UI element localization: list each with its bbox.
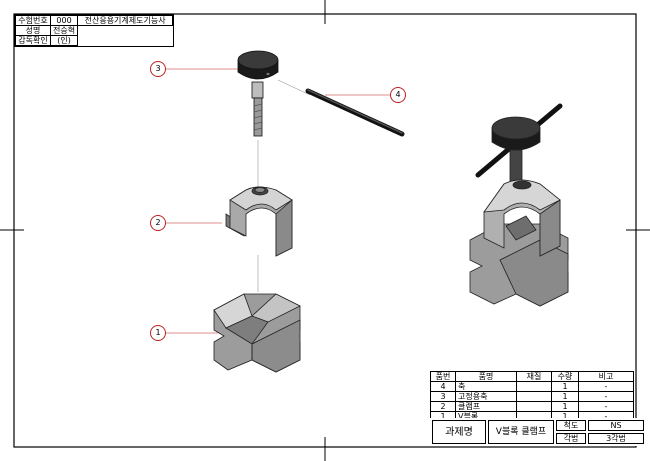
projection-value: 3각법 — [588, 433, 644, 444]
part-name: 고정용축 — [455, 391, 517, 402]
assembled-view — [469, 103, 569, 307]
drawing-title: 전산응용기계제도기능사 — [77, 15, 174, 26]
column-header: 비고 — [578, 371, 634, 382]
parts-row: 3 고정용축 1 - — [430, 391, 634, 402]
part-note: - — [578, 391, 634, 402]
part-qty: 1 — [551, 401, 579, 412]
empty-cell — [78, 36, 173, 46]
task-name: V블록 클램프 — [488, 420, 554, 444]
name-value: 전승혁 — [49, 25, 79, 36]
scale-value: NS — [588, 420, 644, 431]
part-4-pin — [305, 88, 405, 137]
supervisor-label: 감독확인 — [15, 35, 51, 46]
balloon-2: 2 — [150, 215, 166, 231]
part-note: - — [578, 381, 634, 392]
parts-table: 품번 품명 재질 수량 비고 4 축 1 - 3 고정용축 1 - 2 클램프 … — [430, 371, 634, 422]
column-header: 재질 — [516, 371, 552, 382]
scale-label: 척도 — [556, 420, 586, 431]
balloon-3: 3 — [150, 61, 166, 77]
part-name: 클램프 — [455, 401, 517, 412]
parts-row: 4 축 1 - — [430, 381, 634, 392]
column-header: 품명 — [455, 371, 517, 382]
part-no: 2 — [430, 401, 456, 412]
part-no: 3 — [430, 391, 456, 402]
column-header: 품번 — [430, 371, 456, 382]
part-material — [516, 391, 552, 402]
part-3-clamp-screw — [237, 50, 279, 137]
header-table: 수험번호 000 전산응용기계제도기능사 성명 전승혁 감독확인 (인) — [15, 15, 174, 46]
part-qty: 1 — [551, 381, 579, 392]
parts-row: 2 클램프 1 - — [430, 401, 634, 412]
part-1-v-block — [213, 293, 301, 373]
projection-label: 각법 — [556, 433, 586, 444]
part-note: - — [578, 401, 634, 412]
exam-no-label: 수험번호 — [15, 15, 51, 26]
title-block-table: 과제명 V블록 클램프 척도 NS 각법 3각법 — [430, 418, 646, 446]
empty-cell — [78, 26, 173, 36]
task-label: 과제명 — [432, 420, 486, 444]
supervisor-value: (인) — [49, 35, 79, 46]
title-block: 과제명 V블록 클램프 척도 NS 각법 3각법 — [430, 418, 646, 446]
balloon-4: 4 — [390, 87, 406, 103]
name-label: 성명 — [15, 25, 51, 36]
column-header: 수량 — [551, 371, 579, 382]
header-box: 수험번호 000 전산응용기계제도기능사 성명 전승혁 감독확인 (인) — [14, 14, 175, 47]
balloon-1: 1 — [150, 325, 166, 341]
trace-line — [277, 79, 311, 96]
part-material — [516, 401, 552, 412]
parts-header-row: 품번 품명 재질 수량 비고 — [430, 371, 634, 382]
part-2-clamp — [225, 186, 293, 257]
parts-list: 품번 품명 재질 수량 비고 4 축 1 - 3 고정용축 1 - 2 클램프 … — [430, 371, 634, 422]
part-material — [516, 381, 552, 392]
exam-no-value: 000 — [49, 15, 79, 26]
part-no: 4 — [430, 381, 456, 392]
part-qty: 1 — [551, 391, 579, 402]
part-name: 축 — [455, 381, 517, 392]
